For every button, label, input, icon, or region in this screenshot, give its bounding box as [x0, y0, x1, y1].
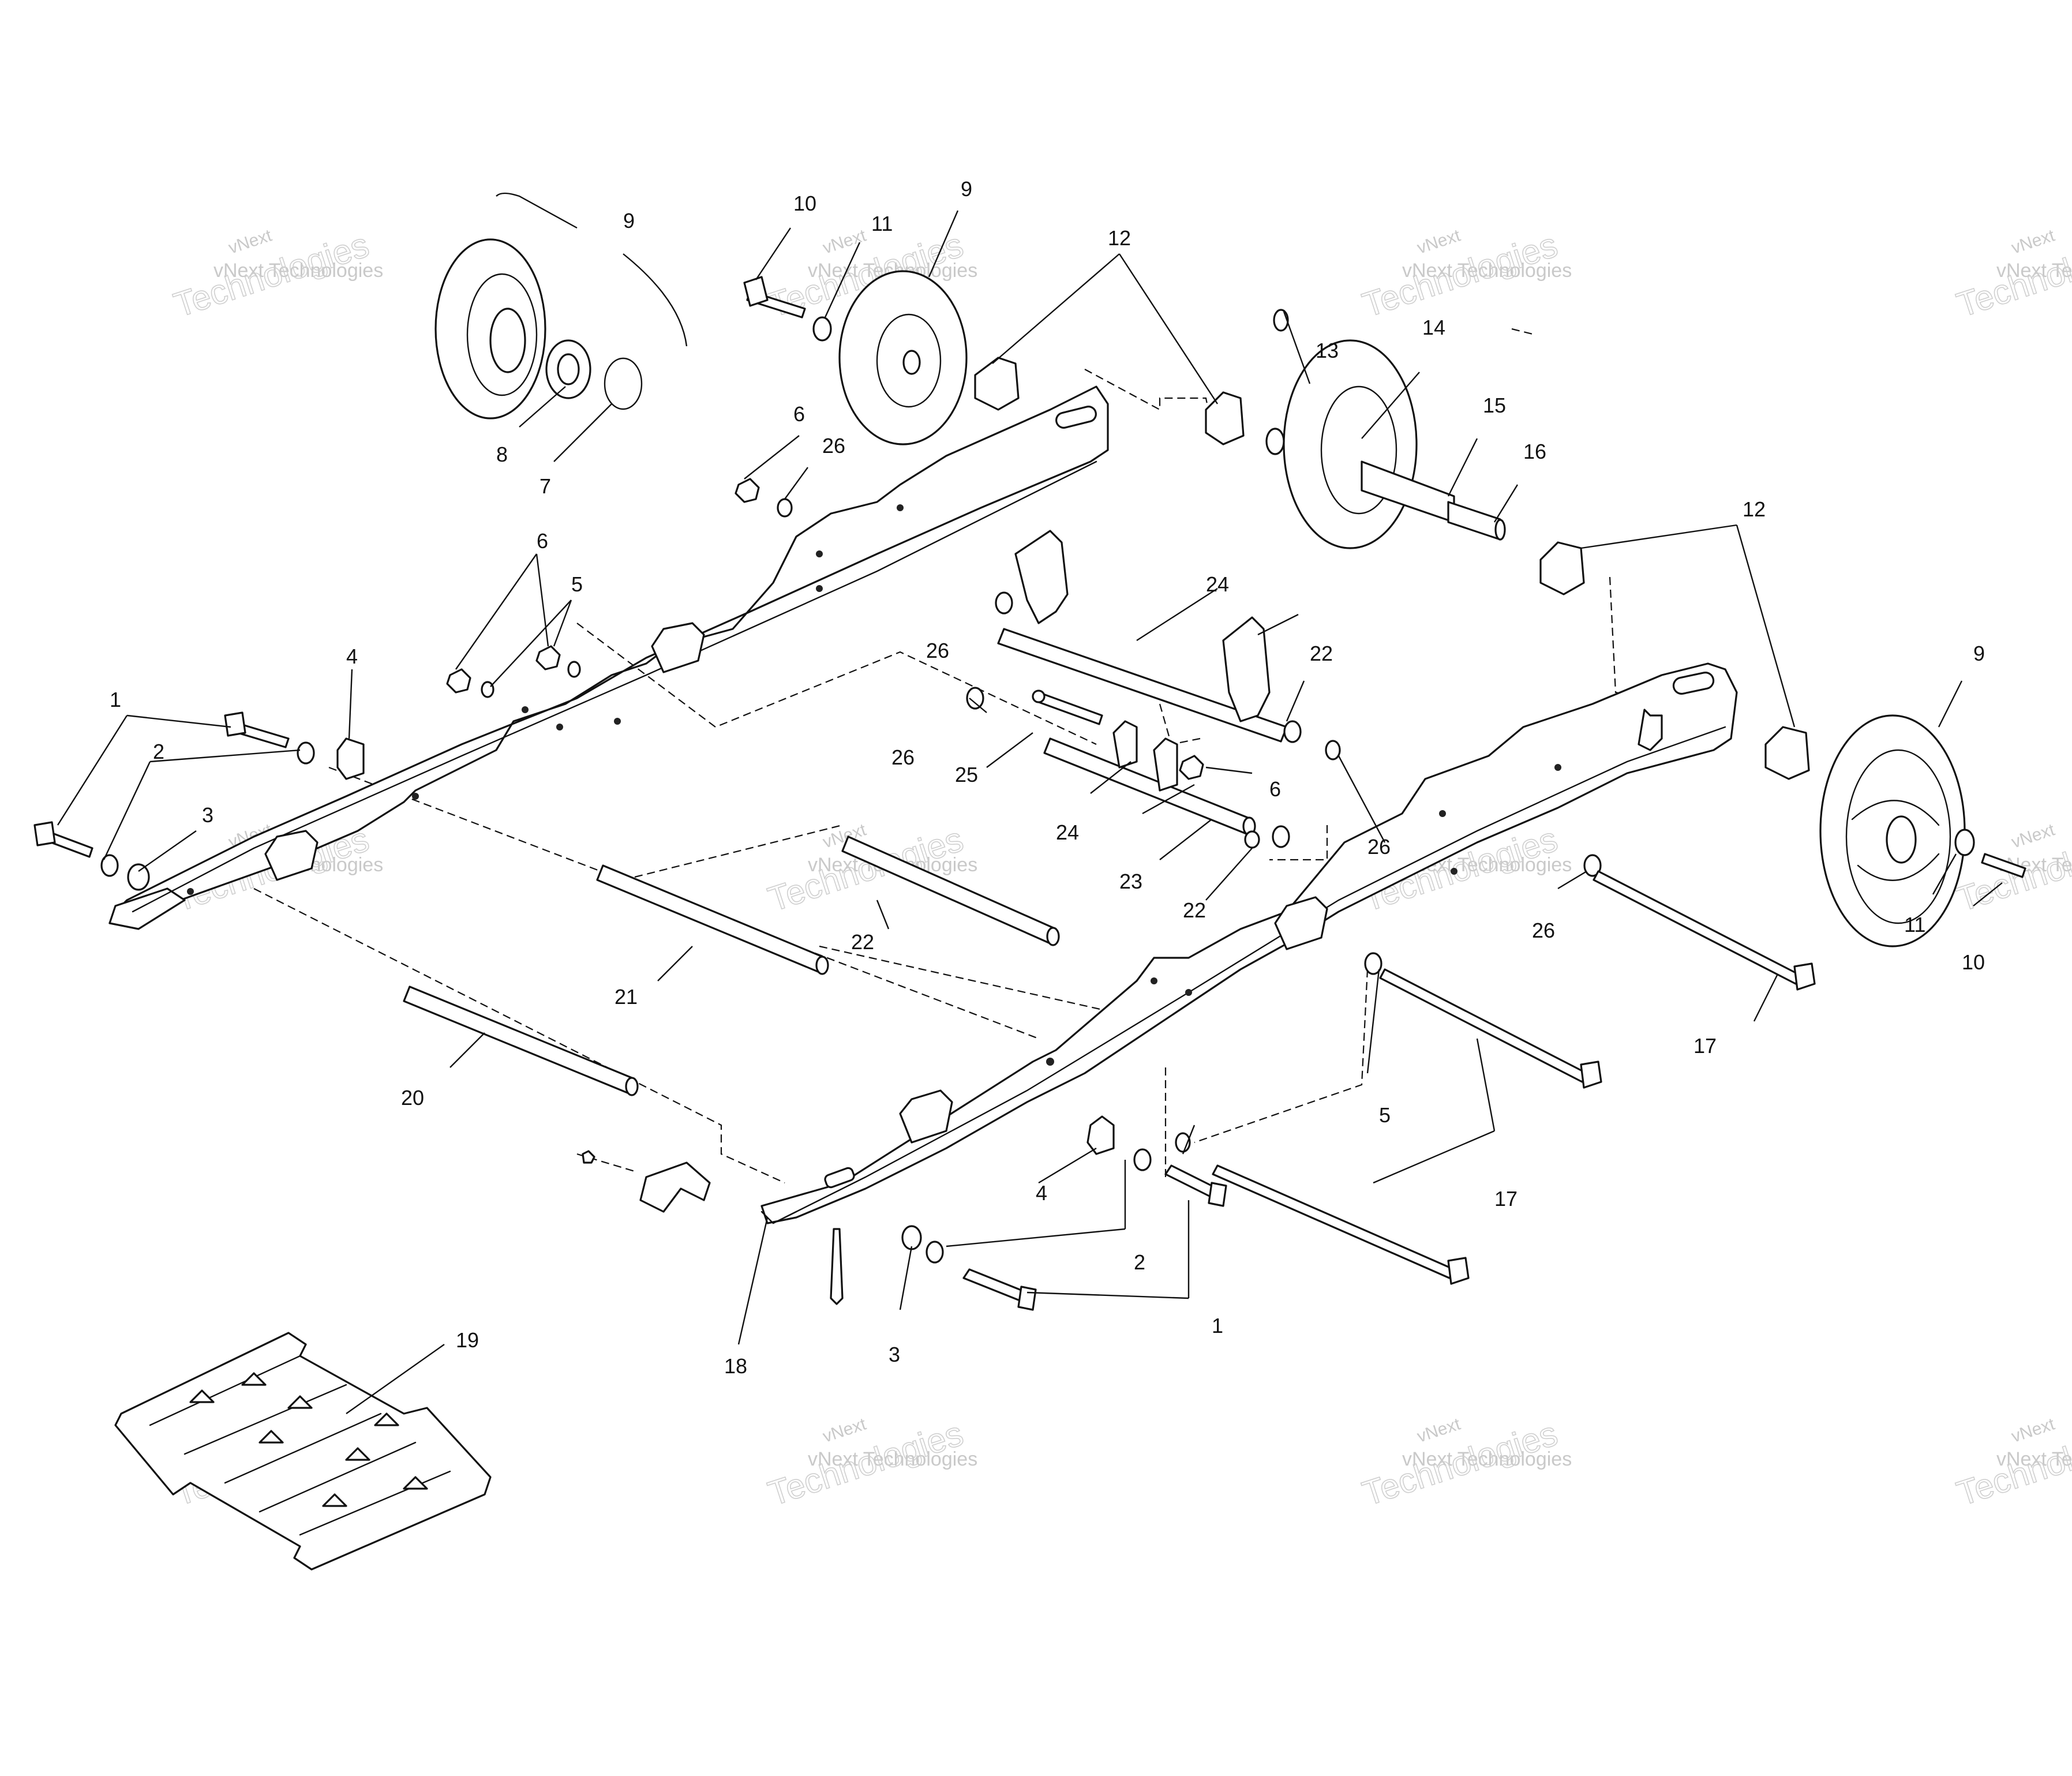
callout-9: 9: [961, 177, 972, 201]
left-slide-rail: [108, 385, 1109, 930]
callout-15: 15: [1483, 394, 1506, 417]
callout-5: 5: [571, 572, 583, 596]
callout-26: 26: [1532, 919, 1555, 942]
callout-17: 17: [1494, 1187, 1518, 1211]
right-slide-rail: [760, 662, 1738, 1224]
watermark: vNext vNext Technologies Technologies: [1952, 225, 2072, 325]
callout-3: 3: [889, 1343, 900, 1366]
callout-9: 9: [623, 209, 635, 233]
callout-1: 1: [110, 688, 121, 711]
callout-21: 21: [615, 985, 638, 1009]
callout-14: 14: [1422, 316, 1445, 339]
track-section: [114, 1332, 492, 1571]
watermark: vNext vNext Technologies Technologies: [1952, 1414, 2072, 1514]
cross-shafts: [403, 530, 1302, 1096]
callout-26: 26: [926, 639, 949, 662]
callout-6: 6: [793, 402, 805, 426]
watermark: vNext vNext Technologies Technologies: [763, 1414, 978, 1514]
callout-leaders: [57, 210, 2003, 1414]
svg-text:vNext: vNext: [2009, 226, 2058, 257]
callout-4: 4: [1036, 1181, 1047, 1205]
callout-17: 17: [1693, 1034, 1717, 1058]
callout-5: 5: [1379, 1103, 1391, 1127]
watermark: vNext vNext Technologies Technologies: [1358, 1414, 1572, 1514]
svg-text:vNext: vNext: [820, 1414, 869, 1446]
axle-blocks: [974, 357, 1810, 780]
svg-text:vNext Technologies: vNext Technologies: [1402, 1448, 1572, 1470]
callout-22: 22: [851, 930, 874, 954]
callout-26: 26: [1367, 835, 1391, 859]
callout-3: 3: [202, 803, 213, 827]
callout-20: 20: [401, 1086, 424, 1110]
callout-12: 12: [1108, 226, 1131, 250]
callout-22: 22: [1183, 898, 1206, 922]
callout-2: 2: [153, 740, 164, 763]
callout-2: 2: [1134, 1250, 1145, 1274]
idler-wheel-upper: [743, 270, 968, 445]
svg-text:vNext Technologies: vNext Technologies: [808, 1448, 977, 1470]
callout-6: 6: [1269, 777, 1281, 801]
idler-wheel-right: [1819, 714, 2026, 947]
callout-19: 19: [456, 1328, 479, 1352]
watermark: vNext vNext Technologies Technologies: [169, 225, 384, 325]
callout-24: 24: [1206, 572, 1229, 596]
svg-text:vNext Technologies: vNext Technologies: [1996, 1448, 2072, 1470]
rear-wheel-large: [1265, 339, 1506, 549]
callout-9: 9: [1973, 642, 1985, 665]
callout-26: 26: [822, 434, 845, 458]
callout-10: 10: [1962, 950, 1985, 974]
watermark: vNext vNext Technologies Technologies: [1358, 225, 1572, 325]
callout-12: 12: [1743, 497, 1766, 521]
svg-text:vNext Technologies: vNext Technologies: [1996, 260, 2072, 282]
callout-22: 22: [1310, 642, 1333, 665]
callout-24: 24: [1056, 820, 1079, 844]
callout-6: 6: [537, 529, 548, 553]
idler-wheel-exploded-left: [434, 192, 688, 419]
callout-23: 23: [1119, 870, 1142, 893]
watermark: vNext vNext Technologies Technologies: [763, 819, 978, 920]
svg-text:vNext Technologies: vNext Technologies: [1402, 260, 1572, 282]
svg-text:vNext: vNext: [226, 226, 275, 257]
callout-11: 11: [871, 212, 893, 235]
callout-13: 13: [1316, 339, 1339, 362]
callout-1: 1: [1212, 1314, 1223, 1337]
fasteners: [33, 309, 1816, 1311]
svg-text:vNext: vNext: [2009, 820, 2058, 852]
svg-text:vNext: vNext: [2009, 1414, 2058, 1446]
callout-8: 8: [496, 443, 508, 466]
callout-25: 25: [955, 763, 978, 786]
callout-16: 16: [1523, 440, 1546, 463]
callout-11: 11: [1904, 913, 1925, 936]
callout-7: 7: [539, 474, 551, 498]
callout-labels: 1 2 3 4 5 6 6 6 7 8 9 9 9 10 10 11 11 12…: [110, 177, 1985, 1378]
svg-text:vNext: vNext: [1415, 1414, 1463, 1446]
callout-4: 4: [346, 645, 358, 668]
callout-18: 18: [724, 1354, 747, 1378]
svg-text:vNext Technologies: vNext Technologies: [213, 260, 383, 282]
callout-10: 10: [793, 192, 816, 215]
callout-26: 26: [891, 745, 915, 769]
svg-text:vNext: vNext: [1415, 226, 1463, 257]
svg-text:vNext: vNext: [820, 226, 869, 257]
